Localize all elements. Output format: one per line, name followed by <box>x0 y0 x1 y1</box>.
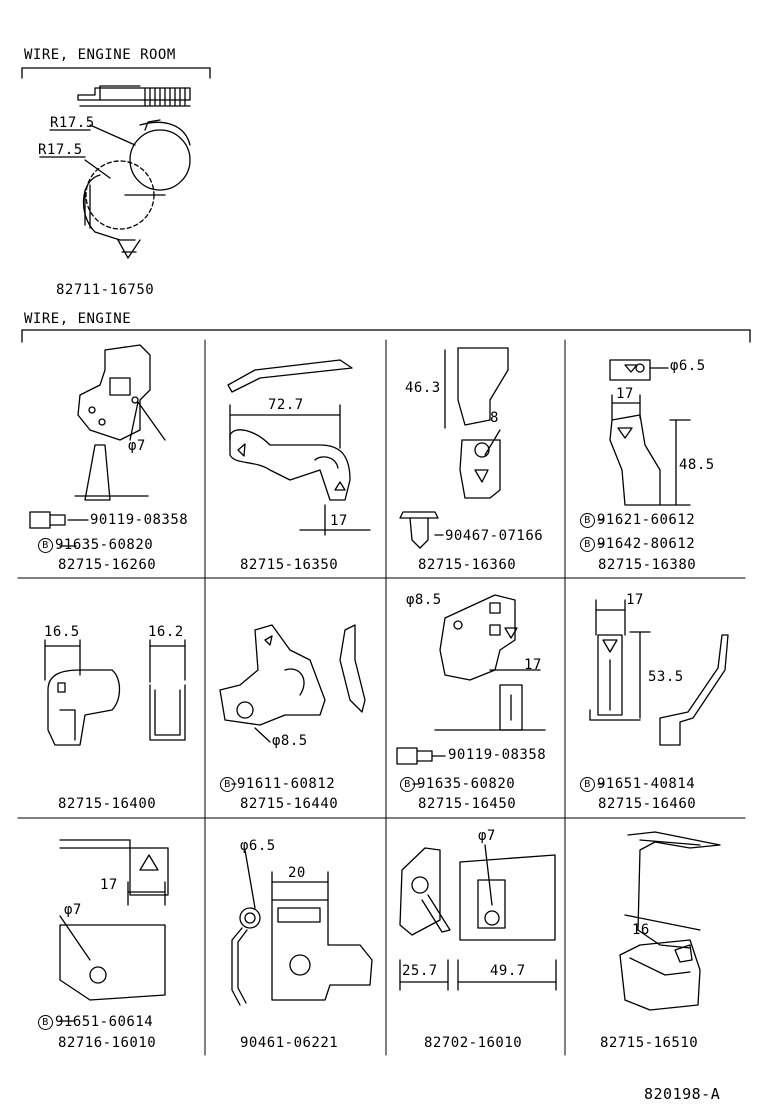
part-number: 82711-16750 <box>56 282 155 298</box>
b-mark-icon: B <box>580 512 595 528</box>
dimension-label: 17 <box>330 513 348 529</box>
dimension-label: φ8.5 <box>406 592 442 608</box>
section-title-engine: WIRE, ENGINE <box>24 311 132 327</box>
bracket-82715-16350 <box>227 359 371 536</box>
sub-part-number: 91651-40814 <box>597 776 696 792</box>
sub-part-number: 91642-80612 <box>597 536 696 552</box>
dimension-label: φ7 <box>478 828 496 844</box>
dimension-label: 17 <box>524 657 542 673</box>
sub-part-number: 91635-60820 <box>417 776 516 792</box>
dimension-label: φ7 <box>128 438 146 454</box>
part-number: 82715-16260 <box>58 557 157 573</box>
dimension-label: φ6.5 <box>670 358 706 374</box>
section-title-engine-room: WIRE, ENGINE ROOM <box>24 47 176 63</box>
clip-82702-16010 <box>399 844 557 991</box>
b-mark-icon: B <box>580 536 595 552</box>
sub-part-number: 91651-60614 <box>55 1014 154 1030</box>
part-number: 82716-16010 <box>58 1035 157 1051</box>
part-number: 82715-16400 <box>58 796 157 812</box>
bracket-82716-16010 <box>59 839 169 1022</box>
dimension-label: 17 <box>616 386 634 402</box>
dimension-label: φ7 <box>64 902 82 918</box>
sub-part-number: 91621-60612 <box>597 512 696 528</box>
clip-82715-16400 <box>44 639 186 746</box>
b-mark-icon: B <box>38 537 53 553</box>
dimension-label: 17 <box>100 877 118 893</box>
dimension-label: 72.7 <box>268 397 304 413</box>
bracket-82715-16450 <box>396 594 546 785</box>
part-number: 82715-16440 <box>240 796 339 812</box>
dimension-label: φ6.5 <box>240 838 276 854</box>
bracket-82715-16380 <box>597 359 691 545</box>
engine-room-bracket <box>21 67 211 79</box>
dimension-label: R17.5 <box>50 115 95 131</box>
dimension-label: 20 <box>288 865 306 881</box>
part-number: 82715-16450 <box>418 796 517 812</box>
b-mark-icon: B <box>38 1014 53 1030</box>
dimension-label: 16 <box>632 922 650 938</box>
part-number: 82715-16350 <box>240 557 339 573</box>
dimension-label: 53.5 <box>648 669 684 685</box>
part-number: 82715-16460 <box>598 796 697 812</box>
dimension-label: 17 <box>626 592 644 608</box>
sub-part-number: 91635-60820 <box>55 537 154 553</box>
b-mark-icon: B <box>400 776 415 792</box>
dimension-label: 49.7 <box>490 963 526 979</box>
dimension-label: φ8.5 <box>272 733 308 749</box>
bracket-82715-16440 <box>219 624 366 785</box>
clip-90461-06221 <box>231 849 373 1006</box>
clip-82715-16360 <box>399 347 509 549</box>
dimension-label: 48.5 <box>679 457 715 473</box>
clip-82715-16510 <box>619 831 721 1011</box>
clip-82715-16460 <box>589 599 729 785</box>
dimension-label: R17.5 <box>38 142 83 158</box>
b-mark-icon: B <box>220 776 235 792</box>
engine-bracket <box>21 329 751 343</box>
grid-lines <box>17 339 746 1056</box>
dimension-label: 25.7 <box>402 963 438 979</box>
part-number: 90461-06221 <box>240 1035 339 1051</box>
dimension-label: 8 <box>490 410 499 426</box>
part-number: 82715-16360 <box>418 557 517 573</box>
part-number: 82715-16380 <box>598 557 697 573</box>
part-number: 82702-16010 <box>424 1035 523 1051</box>
sub-part-number: 90119-08358 <box>448 747 547 763</box>
bracket-82715-16260 <box>29 344 166 547</box>
dimension-label: 16.5 <box>44 624 80 640</box>
sub-part-number: 90467-07166 <box>445 528 544 544</box>
part-number: 82715-16510 <box>600 1035 699 1051</box>
figure-id: 820198-A <box>644 1085 721 1103</box>
clamp-82711-16750 <box>39 85 191 259</box>
sub-part-number: 91611-60812 <box>237 776 336 792</box>
sub-part-number: 90119-08358 <box>90 512 189 528</box>
dimension-label: 46.3 <box>405 380 441 396</box>
b-mark-icon: B <box>580 776 595 792</box>
dimension-label: 16.2 <box>148 624 184 640</box>
